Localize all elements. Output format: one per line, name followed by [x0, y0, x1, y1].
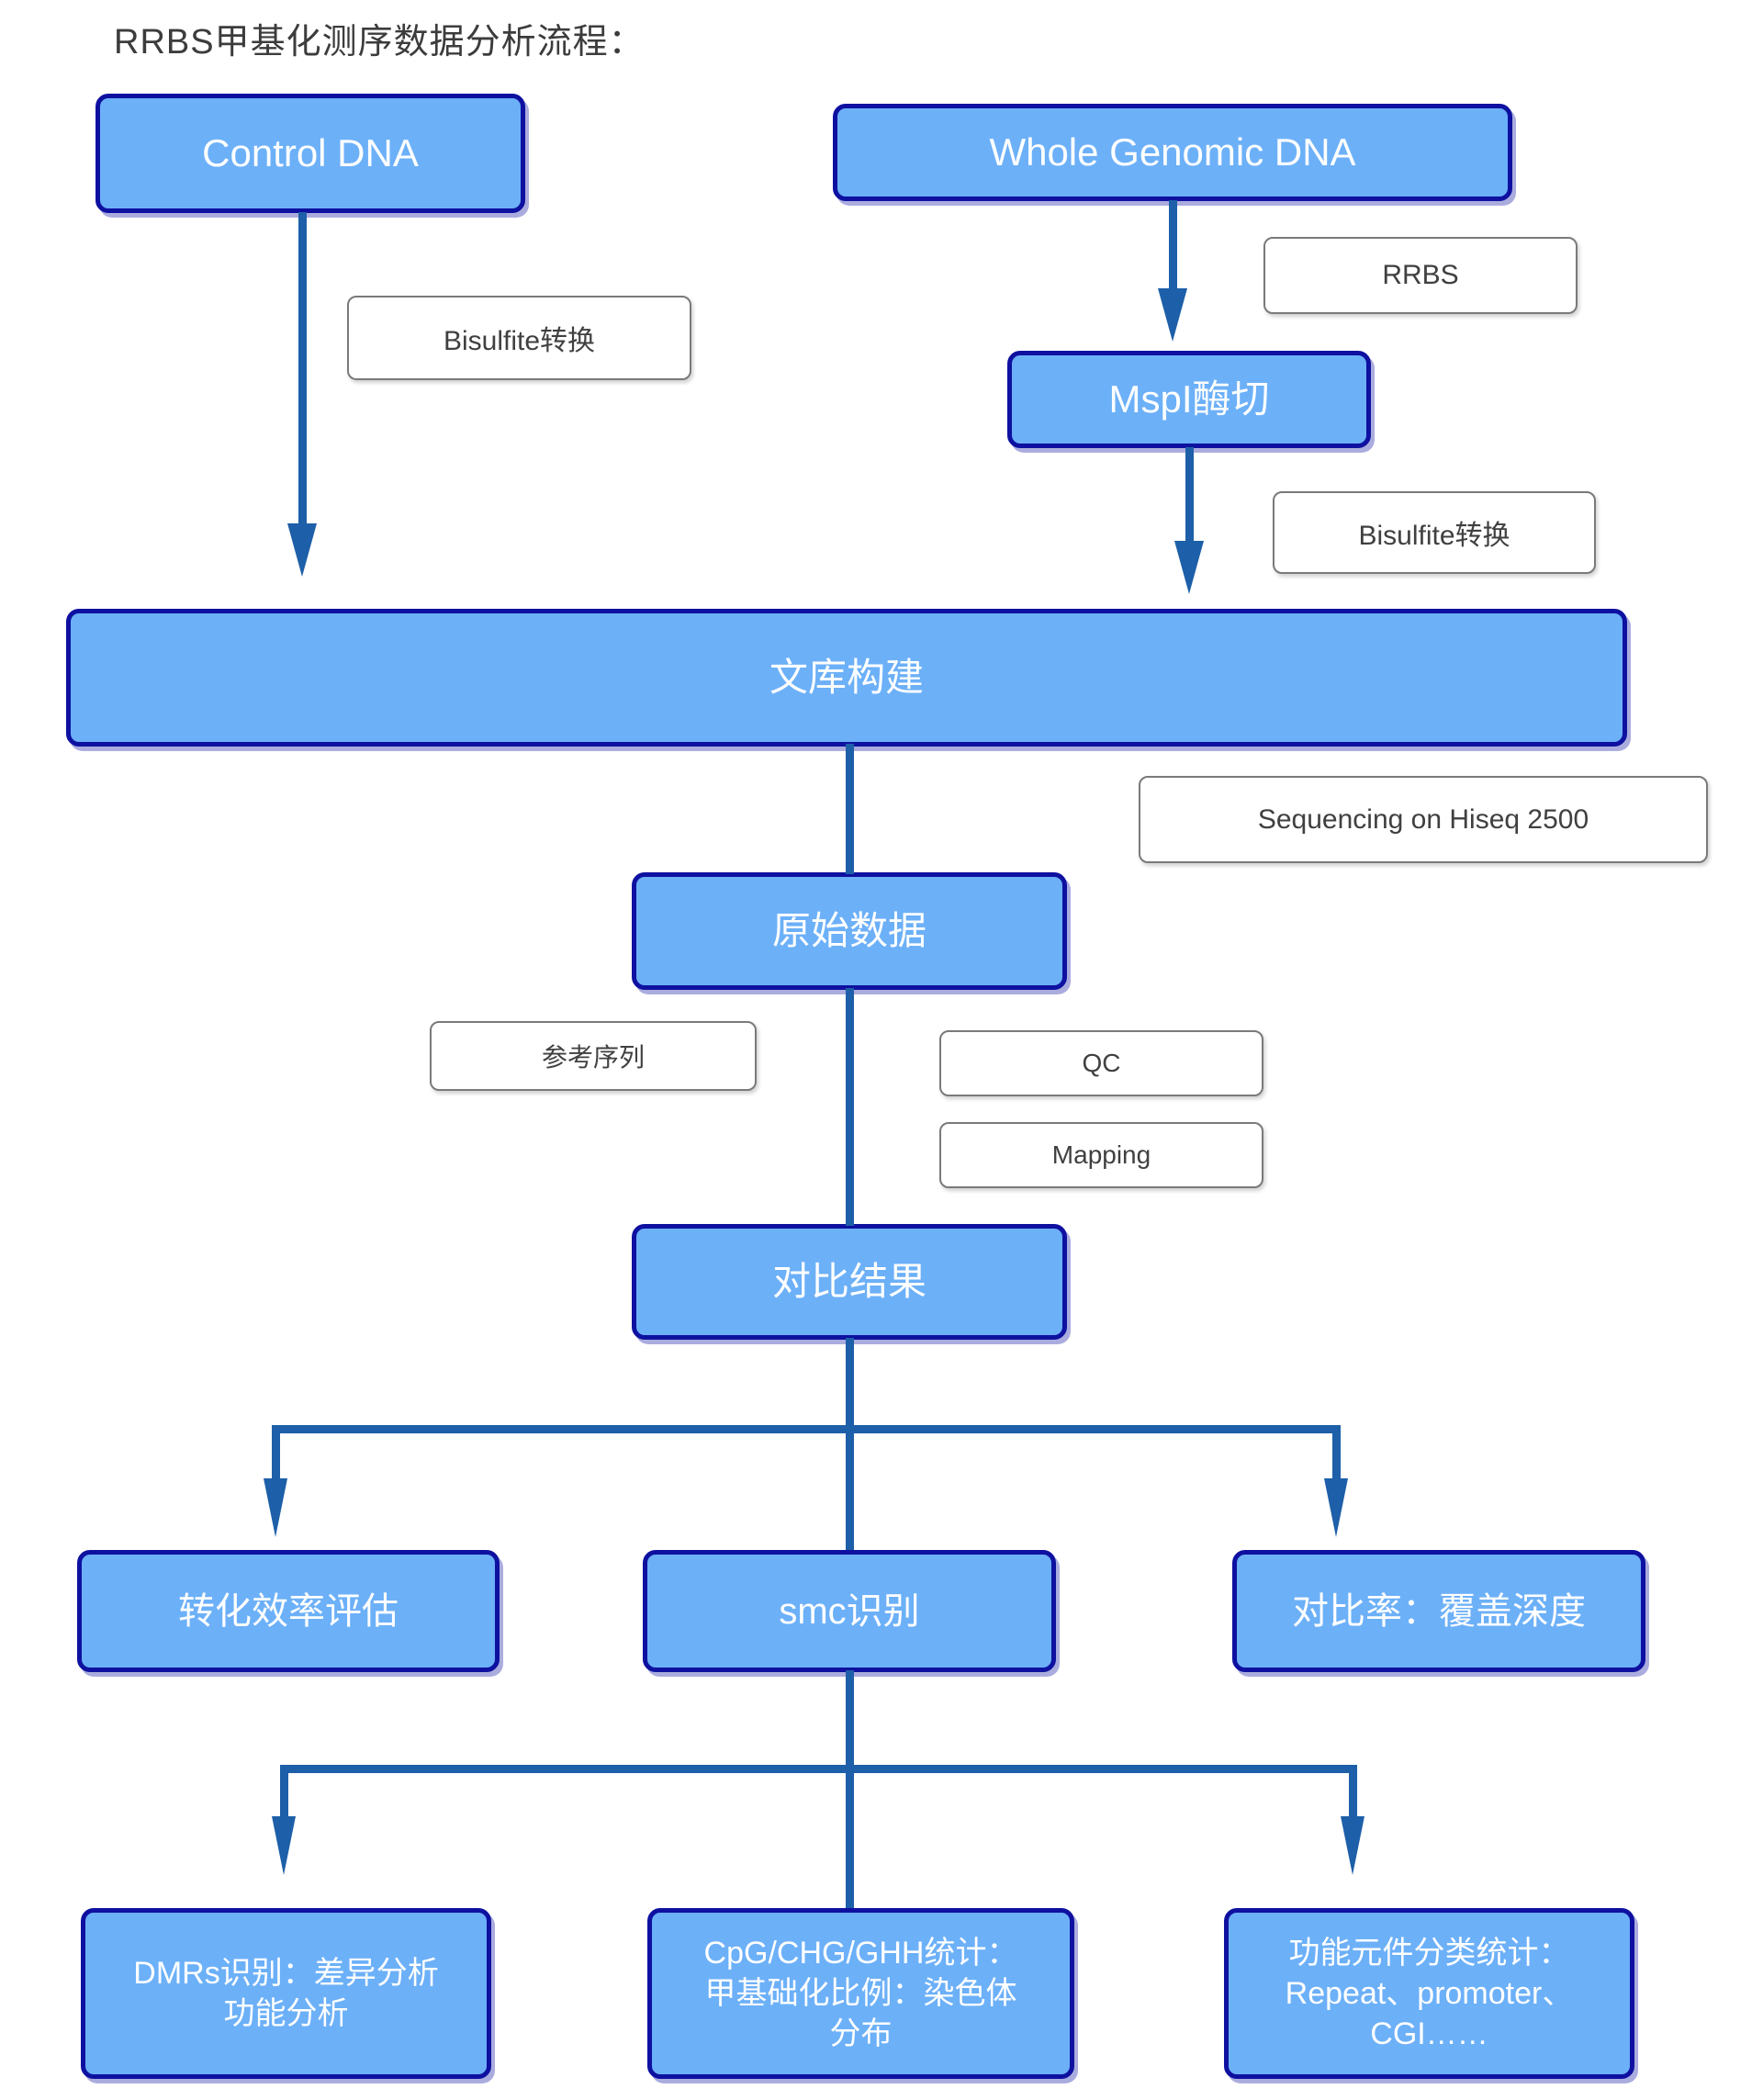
arrow-control-to-library-head	[287, 523, 317, 577]
branch1-right-arrowhead	[1324, 1478, 1348, 1537]
node-mspi-digestion: MspI酶切	[1007, 351, 1371, 448]
branch1-left-arrowhead	[264, 1478, 287, 1537]
connector-rawdata-to-alignment	[846, 988, 854, 1226]
branch1-center-line	[846, 1425, 854, 1550]
node-dmrs: DMRs识别：差异分析 功能分析	[81, 1908, 491, 2079]
node-control-dna: Control DNA	[95, 94, 525, 213]
connector-smc-to-branch2	[846, 1670, 854, 1769]
branch1-right-stub	[1332, 1425, 1341, 1482]
branch2-horizontal-line	[280, 1765, 1356, 1773]
branch2-left-stub	[280, 1765, 288, 1818]
branch2-center-line	[846, 1765, 854, 1908]
branch2-right-stub	[1349, 1765, 1357, 1818]
node-raw-data: 原始数据	[632, 872, 1067, 990]
arrow-mspi-to-library-stem	[1185, 447, 1194, 543]
arrow-control-to-library-stem	[298, 212, 307, 524]
arrow-mspi-to-library-head	[1174, 541, 1204, 594]
label-qc: QC	[939, 1030, 1263, 1096]
label-mapping: Mapping	[939, 1122, 1263, 1188]
branch2-right-arrowhead	[1341, 1816, 1364, 1875]
label-reference-sequence: 参考序列	[430, 1021, 757, 1091]
node-alignment-result: 对比结果	[632, 1224, 1067, 1340]
connector-alignment-to-branch1	[846, 1338, 854, 1430]
branch1-horizontal-line	[272, 1425, 1340, 1433]
node-alignment-rate-coverage: 对比率：覆盖深度	[1232, 1550, 1645, 1672]
node-smc-identification: smc识别	[643, 1550, 1056, 1672]
connector-library-to-rawdata	[846, 744, 854, 874]
label-bisulfite-right: Bisulfite转换	[1273, 491, 1596, 574]
label-sequencing-hiseq: Sequencing on Hiseq 2500	[1139, 776, 1708, 863]
arrow-wgd-to-mspi-head	[1158, 288, 1187, 342]
branch2-left-arrowhead	[272, 1816, 296, 1875]
page-title: RRBS甲基化测序数据分析流程：	[114, 23, 645, 62]
node-library-construction: 文库构建	[66, 609, 1627, 747]
label-bisulfite-left: Bisulfite转换	[347, 296, 691, 380]
node-functional-elements: 功能元件分类统计： Repeat、promoter、 CGI……	[1224, 1908, 1634, 2079]
label-rrbs: RRBS	[1263, 237, 1578, 314]
branch1-left-stub	[272, 1425, 280, 1482]
node-conversion-efficiency: 转化效率评估	[77, 1550, 500, 1672]
arrow-wgd-to-mspi-stem	[1169, 200, 1177, 290]
node-whole-genomic-dna: Whole Genomic DNA	[833, 104, 1512, 201]
node-cpg-stats: CpG/CHG/GHH统计： 甲基础化比例：染色体 分布	[647, 1908, 1074, 2079]
